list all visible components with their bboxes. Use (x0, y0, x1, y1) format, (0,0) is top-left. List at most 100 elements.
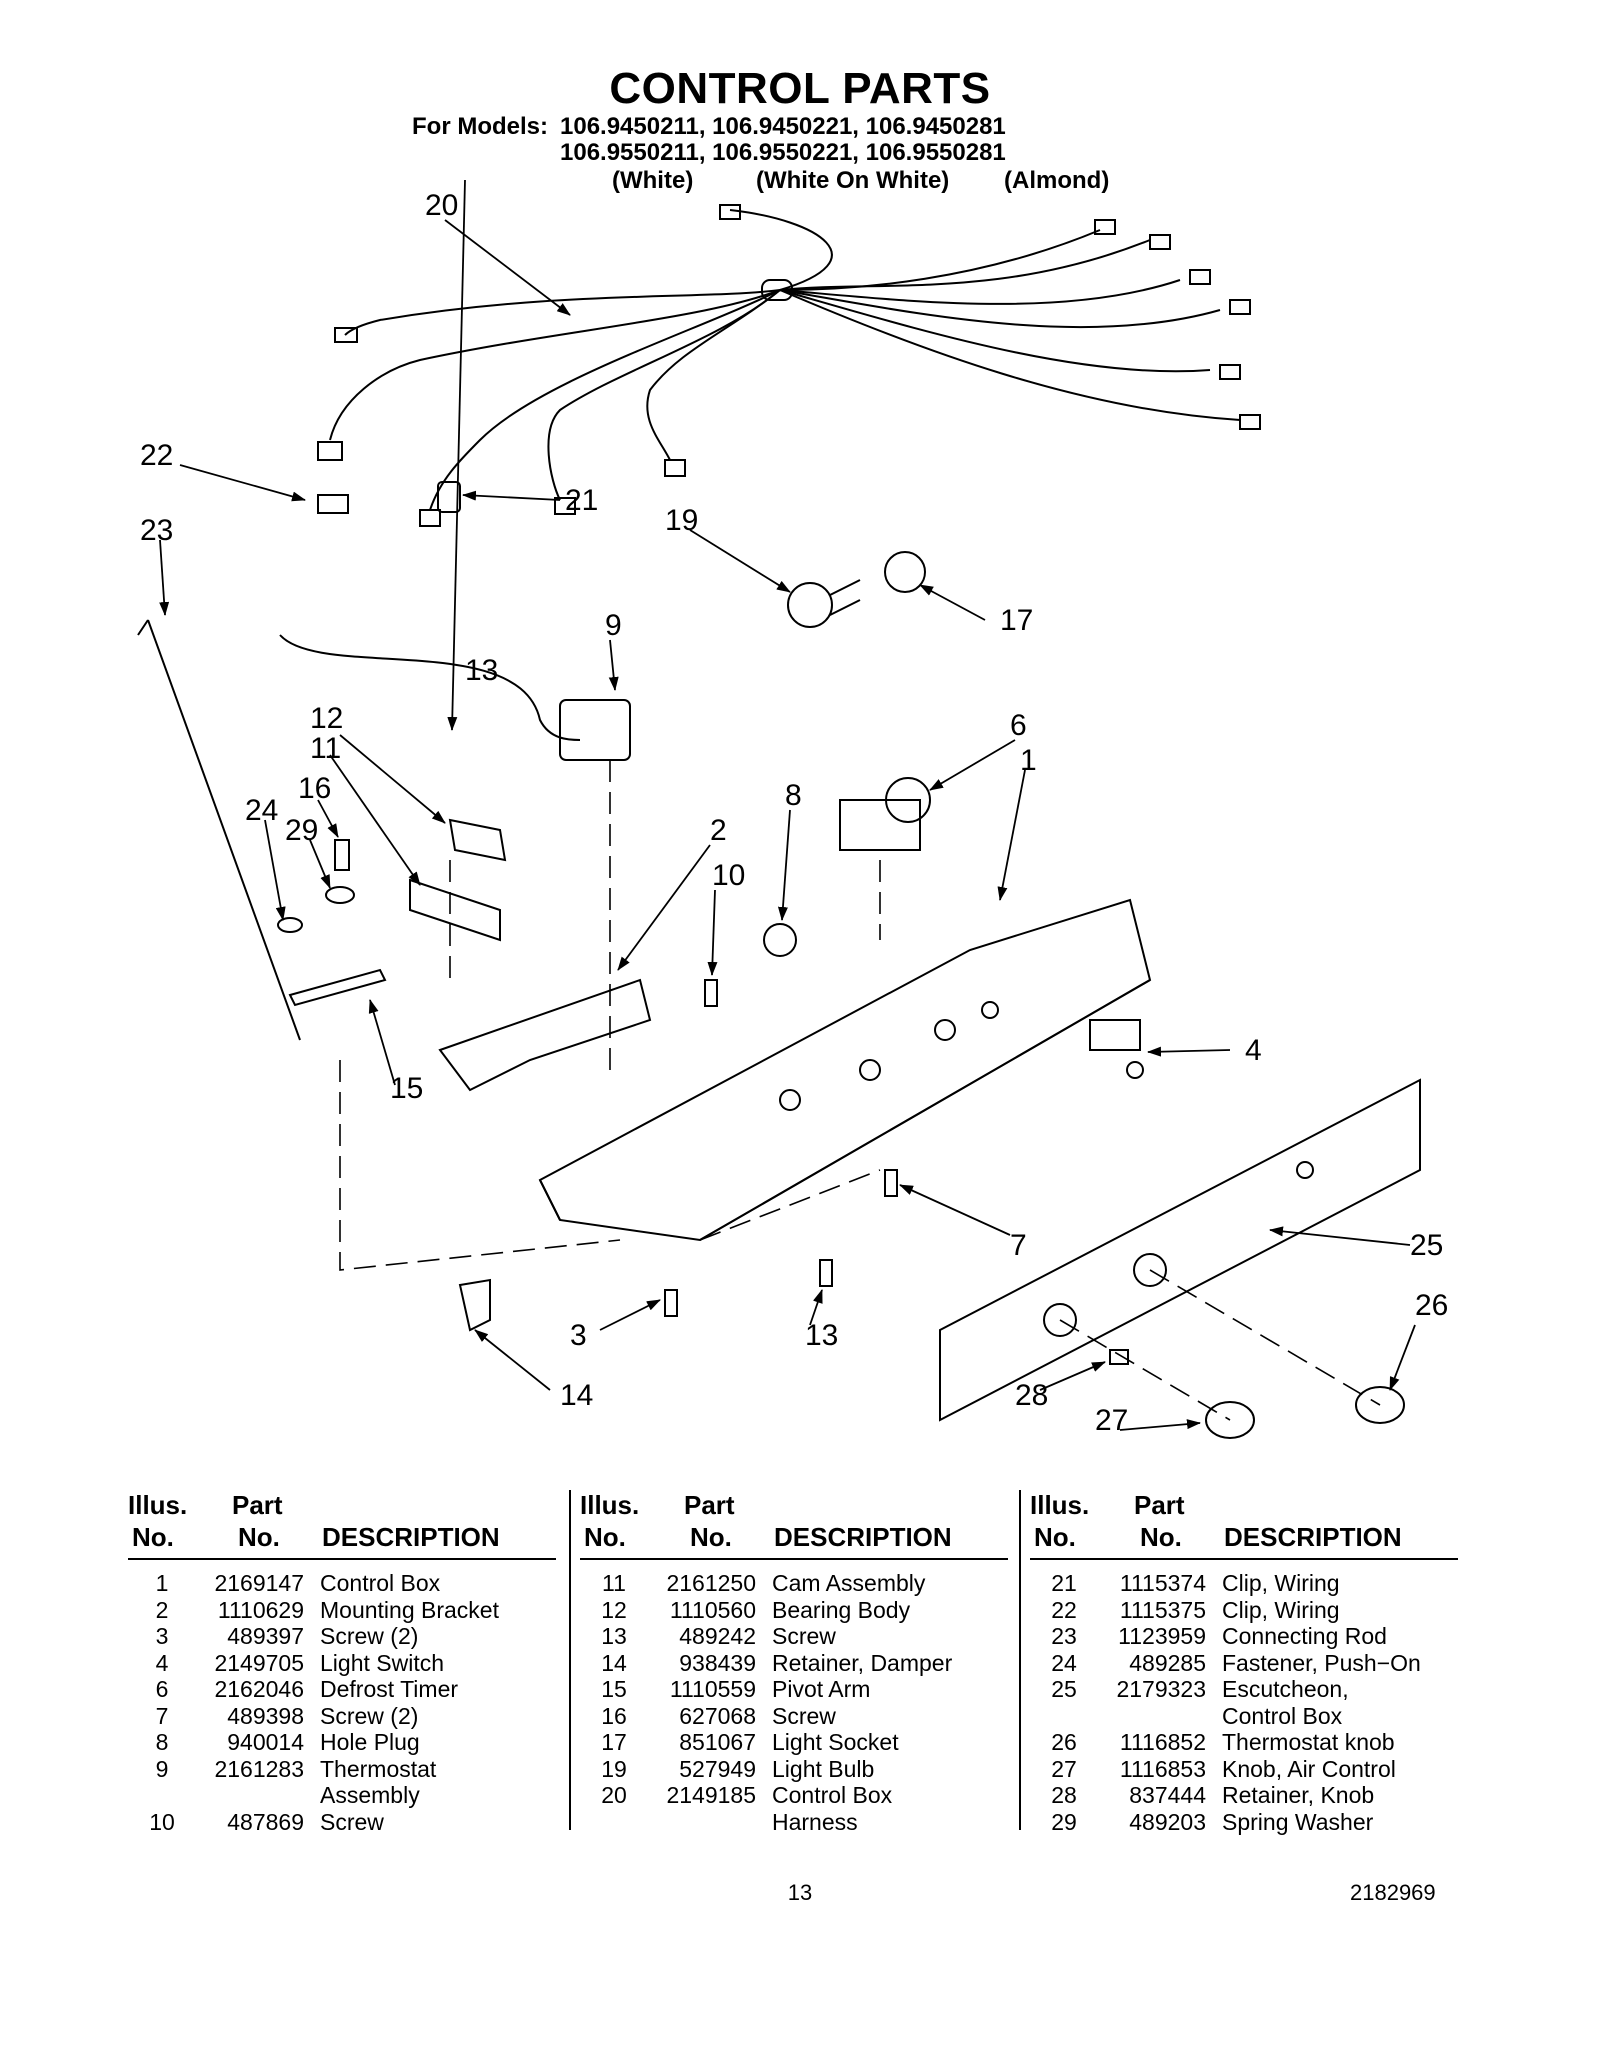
illus-number: 29 (1051, 1808, 1077, 1835)
header-part: Part (1134, 1490, 1185, 1520)
part-description: Control Box (320, 1570, 441, 1596)
callout-number: 22 (140, 439, 173, 472)
column-divider (1019, 1490, 1021, 1830)
part-number: 1110629 (217, 1596, 304, 1623)
models-row-2: 106.9550211, 106.9550221, 106.9550281 (560, 139, 1006, 166)
callout-number: 6 (1010, 709, 1027, 742)
pivot-arm-shape (288, 968, 387, 1007)
part-description: Harness (772, 1808, 858, 1835)
clip-22-shape (317, 494, 349, 514)
part-description: Control Box (772, 1782, 893, 1808)
callout-number: 20 (425, 189, 458, 222)
part-description: Pivot Arm (772, 1676, 871, 1702)
table-row: 23 1123959 Connecting Rod (1030, 1623, 1470, 1650)
table-row: Control Box (1030, 1703, 1470, 1730)
color-white: (White) (612, 167, 694, 194)
part-number: 527949 (679, 1755, 756, 1782)
table-row: 29 489203 Spring Washer (1030, 1809, 1470, 1836)
part-description: Thermostat knob (1222, 1729, 1395, 1755)
header-part: Part (232, 1490, 283, 1520)
part-description: Assembly (320, 1782, 420, 1808)
illus-number: 22 (1051, 1596, 1077, 1623)
part-description: Screw (2) (320, 1623, 419, 1649)
part-number: 2149185 (666, 1782, 756, 1808)
callout-number: 24 (245, 794, 278, 827)
illus-number: 24 (1051, 1649, 1077, 1676)
thermostat-knob-shape (1355, 1386, 1405, 1424)
header-illus-no: No. (584, 1522, 626, 1552)
callout-number: 16 (298, 772, 331, 805)
cam-assembly-shape (409, 878, 501, 942)
callout-number: 23 (140, 514, 173, 547)
part-description: Screw (772, 1702, 836, 1729)
part-number: 1123959 (1118, 1623, 1206, 1649)
callout-number: 29 (285, 814, 318, 847)
part-description: Connecting Rod (1222, 1623, 1387, 1649)
illus-number: 16 (601, 1702, 627, 1729)
light-socket-shape (884, 551, 926, 593)
callout-number: 8 (785, 779, 802, 812)
callout-number: 4 (1245, 1034, 1262, 1067)
models-prefix: For Models: (412, 113, 548, 140)
illus-number: 27 (1051, 1755, 1077, 1782)
screw-3-shape (664, 1289, 678, 1317)
callout-number: 9 (605, 609, 622, 642)
screw-10-shape (704, 979, 718, 1007)
illus-number: 20 (601, 1782, 627, 1808)
header-part-no: No. (1140, 1522, 1182, 1552)
callout-number: 10 (712, 859, 745, 892)
part-description: Spring Washer (1222, 1808, 1374, 1835)
illus-number: 21 (1051, 1570, 1077, 1596)
part-number: 487869 (227, 1808, 304, 1835)
thermostat-shape (559, 699, 631, 761)
illus-number: 26 (1051, 1729, 1077, 1755)
header-illus-no: No. (1034, 1522, 1076, 1552)
part-number: 489242 (679, 1623, 756, 1649)
part-number: 1115374 (1119, 1570, 1206, 1596)
part-description: Retainer, Damper (772, 1649, 953, 1676)
color-almond: (Almond) (1004, 167, 1110, 194)
part-number: 489203 (1129, 1808, 1206, 1835)
column-divider (569, 1490, 571, 1830)
part-number: 1116853 (1119, 1755, 1206, 1782)
illus-number: 6 (155, 1676, 169, 1702)
part-description: Retainer, Knob (1222, 1782, 1375, 1808)
header-rule (1030, 1558, 1458, 1560)
callout-number: 25 (1410, 1229, 1443, 1262)
callout-number: 2 (710, 814, 727, 847)
header-part-no: No. (238, 1522, 280, 1552)
hole-plug-shape (763, 923, 797, 957)
header-illus: Illus. (128, 1490, 188, 1520)
model-colors: (White) (White On White) (Almond) (0, 168, 1600, 194)
part-number: 489397 (227, 1623, 304, 1649)
illus-number: 25 (1051, 1676, 1077, 1702)
illus-number: 23 (1051, 1623, 1077, 1649)
part-description: Screw (772, 1623, 836, 1649)
part-number: 1110560 (669, 1596, 756, 1623)
header-rule (128, 1558, 556, 1560)
light-switch-shape (1089, 1019, 1141, 1051)
callout-number: 3 (570, 1319, 587, 1352)
table-row: 20 2149185 Control Box (580, 1782, 1020, 1809)
callout-number: 21 (565, 484, 598, 517)
header-rule (580, 1558, 1008, 1560)
clip-21-shape (437, 481, 461, 513)
part-description: Cam Assembly (772, 1570, 926, 1596)
part-description: Hole Plug (320, 1729, 420, 1755)
illus-number: 1 (155, 1570, 169, 1596)
part-description: Knob, Air Control (1222, 1755, 1396, 1782)
